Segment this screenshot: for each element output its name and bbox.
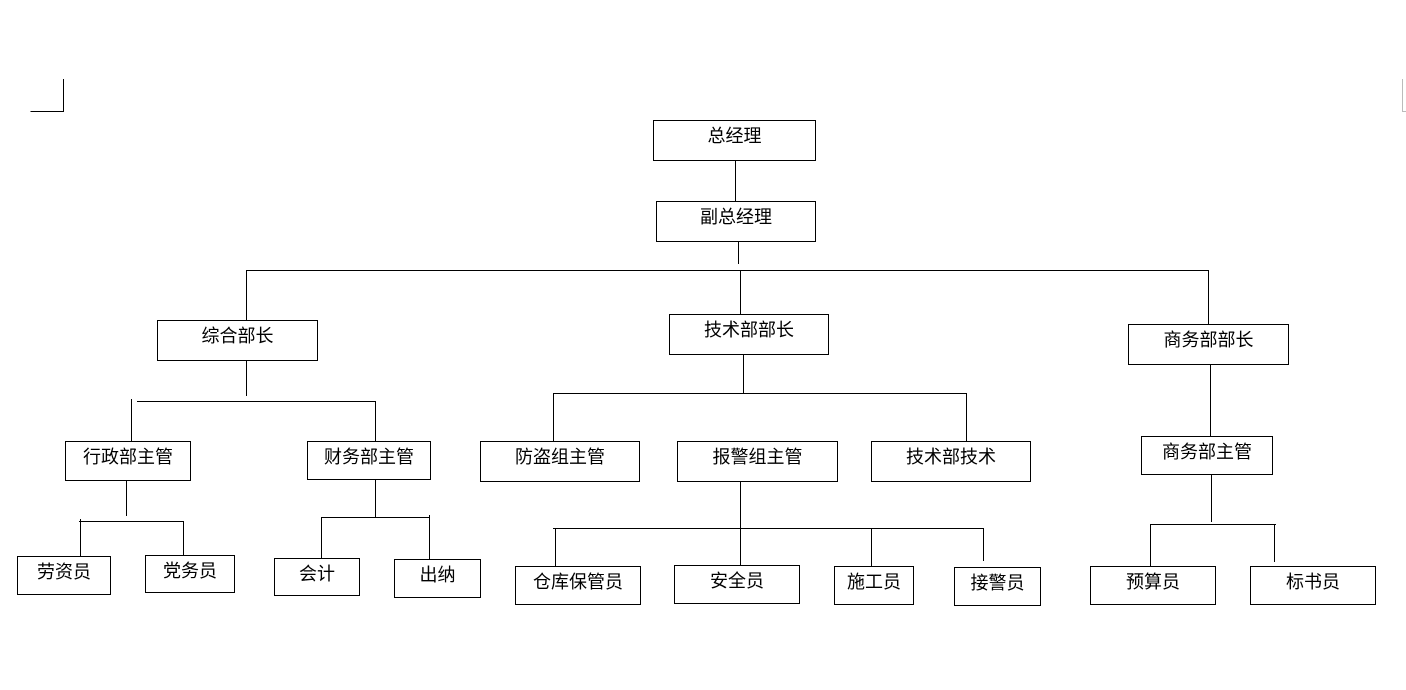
node-deputy-general-manager: 副总经理 xyxy=(656,201,816,242)
node-alarm-supervisor: 报警组主管 xyxy=(677,441,838,482)
node-labor-officer: 劳资员 xyxy=(17,556,111,595)
node-tender-officer: 标书员 xyxy=(1250,566,1376,605)
node-general-dept-head: 综合部长 xyxy=(157,320,318,361)
node-tech-dept-head: 技术部部长 xyxy=(669,314,829,355)
node-alarm-receiver: 接警员 xyxy=(954,567,1041,606)
node-anti-theft-supervisor: 防盗组主管 xyxy=(480,441,640,482)
node-general-manager: 总经理 xyxy=(653,120,816,161)
page-corner-mark-right xyxy=(1402,79,1406,112)
node-safety-officer: 安全员 xyxy=(674,565,800,604)
node-tech-dept-technician: 技术部技术 xyxy=(871,441,1031,482)
node-accountant: 会计 xyxy=(274,558,360,596)
node-budget-officer: 预算员 xyxy=(1090,566,1216,605)
node-business-supervisor: 商务部主管 xyxy=(1141,436,1273,475)
node-warehouse-keeper: 仓库保管员 xyxy=(515,566,641,605)
node-admin-supervisor: 行政部主管 xyxy=(65,441,191,481)
node-business-dept-head: 商务部部长 xyxy=(1128,324,1289,365)
node-construction-worker: 施工员 xyxy=(834,566,914,605)
node-cashier: 出纳 xyxy=(394,559,481,598)
node-finance-supervisor: 财务部主管 xyxy=(307,441,431,480)
node-party-officer: 党务员 xyxy=(145,555,235,593)
page-corner-mark-left xyxy=(30,79,64,112)
